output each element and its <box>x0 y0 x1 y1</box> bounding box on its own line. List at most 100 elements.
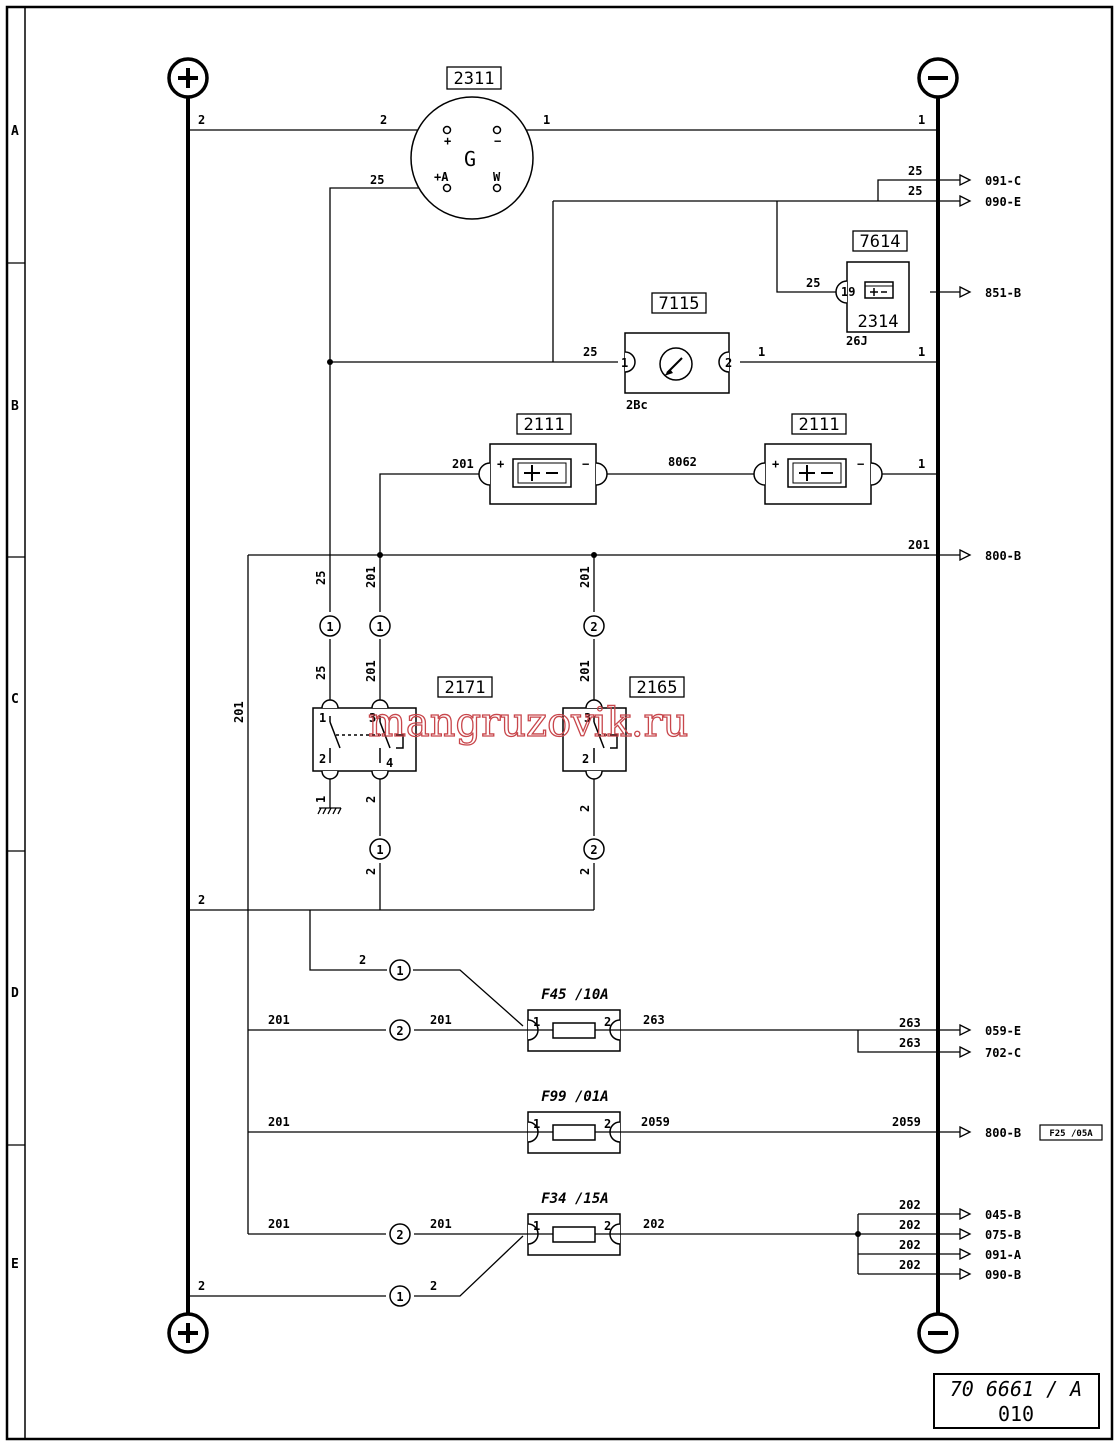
ref-label: 045-B <box>985 1208 1021 1222</box>
row-label-b: B <box>11 399 19 414</box>
connector-1-e: 1 <box>389 1285 411 1307</box>
wire-label: 201 <box>430 1217 452 1231</box>
connector-markers: 1 1 2 1 2 1 2 2 <box>319 615 605 1307</box>
wire-label: 201 <box>268 1013 290 1027</box>
ref-label: 091-C <box>985 174 1021 188</box>
wire-label: 2 <box>578 868 592 875</box>
wire-label: 201 <box>578 660 592 682</box>
fuse-f34-label: F34 /15A <box>541 1191 608 1207</box>
gauge-7115-connector: 2Bc <box>626 398 648 412</box>
alternator-pin-plus-a: +A <box>434 170 449 184</box>
frame-border <box>5 5 1114 1441</box>
ref-label: 800-B <box>985 549 1021 563</box>
battery-right-minus: − <box>857 457 864 471</box>
wire-label: 25 <box>370 173 384 187</box>
switch-2165-pin3: 3 <box>584 711 591 725</box>
battery-right-id: 2111 <box>799 415 840 435</box>
wire-label: 2059 <box>641 1115 670 1129</box>
battery-right-plus: + <box>772 457 779 471</box>
alternator-id: 2311 <box>454 69 495 89</box>
svg-text:2: 2 <box>396 1024 403 1038</box>
switch-2171-id: 2171 <box>445 678 486 698</box>
battery-icon <box>864 281 894 299</box>
positive-rail-bottom-symbol <box>167 1312 209 1354</box>
svg-text:1: 1 <box>396 1290 403 1304</box>
fuse-f99: F99 /01A 1 2 <box>527 1089 621 1154</box>
wire-label: 25 <box>908 184 922 198</box>
switch-2165-id: 2165 <box>637 678 678 698</box>
svg-text:1: 1 <box>376 620 383 634</box>
title-block: 70 6661 / A 010 <box>933 1373 1100 1429</box>
negative-rail-bottom-symbol <box>917 1312 959 1354</box>
fuse-f99-label: F99 /01A <box>541 1089 608 1105</box>
ref-label: 091-A <box>985 1248 1022 1262</box>
sheet-number: 010 <box>998 1402 1034 1426</box>
wire-label: 1 <box>918 457 925 471</box>
wire-labels: 2 2 1 1 25 25 25 25 25 1 1 201 8062 1 20… <box>198 113 930 1293</box>
fuse-note-box: F25 /05A <box>1039 1124 1103 1141</box>
row-label-d: D <box>11 986 19 1001</box>
svg-text:2: 2 <box>604 1015 611 1029</box>
ref-label: 090-E <box>985 195 1021 209</box>
battery-left-plus: + <box>497 457 504 471</box>
connector-1-c: 1 <box>369 838 391 860</box>
wire-label: 2 <box>430 1279 437 1293</box>
ref-label: 800-B <box>985 1126 1021 1140</box>
switch-2165: 2165 3 2 <box>562 676 685 780</box>
svg-text:2: 2 <box>590 843 597 857</box>
wire-label: 8062 <box>668 455 697 469</box>
wire-label: 2 <box>198 113 205 127</box>
ref-label: 090-B <box>985 1268 1021 1282</box>
wire-label: 1 <box>543 113 550 127</box>
wire-label: 202 <box>899 1238 921 1252</box>
wire-label: 2 <box>364 796 378 803</box>
wire-label: 2 <box>364 868 378 875</box>
connector-1-a: 1 <box>319 615 341 637</box>
ref-label: 702-C <box>985 1046 1021 1060</box>
wire-label: 202 <box>899 1218 921 1232</box>
watermark: mangruzovik.ru <box>368 700 688 746</box>
connector-2-a: 2 <box>583 615 605 637</box>
alternator-pin-plus: + <box>444 134 451 148</box>
svg-text:2: 2 <box>396 1228 403 1242</box>
connector-1-d: 1 <box>389 959 411 981</box>
fuse-f34: F34 /15A 1 2 <box>527 1191 621 1256</box>
fuse-f45: F45 /10A 1 2 <box>527 987 621 1052</box>
switch-2171-pin3: 3 <box>369 711 376 725</box>
svg-text:1: 1 <box>533 1015 540 1029</box>
svg-text:2: 2 <box>604 1219 611 1233</box>
wire-network <box>188 129 960 1297</box>
wire-label: 25 <box>806 276 820 290</box>
svg-text:1: 1 <box>376 843 383 857</box>
fuse-f45-label: F45 /10A <box>541 987 608 1003</box>
wire-label: 201 <box>232 701 246 723</box>
wire-label: 2 <box>198 893 205 907</box>
row-label-a: A <box>11 124 19 139</box>
wire-label: 201 <box>578 566 592 588</box>
connector-1-b: 1 <box>369 615 391 637</box>
indicator-7614-pin: 19 <box>841 285 855 299</box>
indicator-7614-id: 7614 <box>860 232 901 252</box>
wire-label: 201 <box>452 457 474 471</box>
switch-2171-pin1: 1 <box>319 711 326 725</box>
connector-2-d: 2 <box>389 1223 411 1245</box>
gauge-7115-pin-left: 1 <box>621 356 628 370</box>
ref-label: 851-B <box>985 286 1021 300</box>
document-number: 70 6661 / A <box>950 1377 1082 1401</box>
wire-label: 201 <box>364 566 378 588</box>
wire-label: 202 <box>899 1198 921 1212</box>
switch-2171-pin2: 2 <box>319 752 326 766</box>
wire-label: 201 <box>430 1013 452 1027</box>
battery-2111-right: 2111 + − <box>753 413 883 505</box>
wire-label: 2 <box>578 805 592 812</box>
battery-2111-left: 2111 + − <box>478 413 608 505</box>
wire-label: 202 <box>643 1217 665 1231</box>
ref-label: 059-E <box>985 1024 1021 1038</box>
svg-text:1: 1 <box>326 620 333 634</box>
wire-label: 2 <box>359 953 366 967</box>
junction-dots <box>327 359 861 1237</box>
wire-label: 25 <box>583 345 597 359</box>
alternator-2311: 2311 G + − +A W <box>410 66 534 220</box>
